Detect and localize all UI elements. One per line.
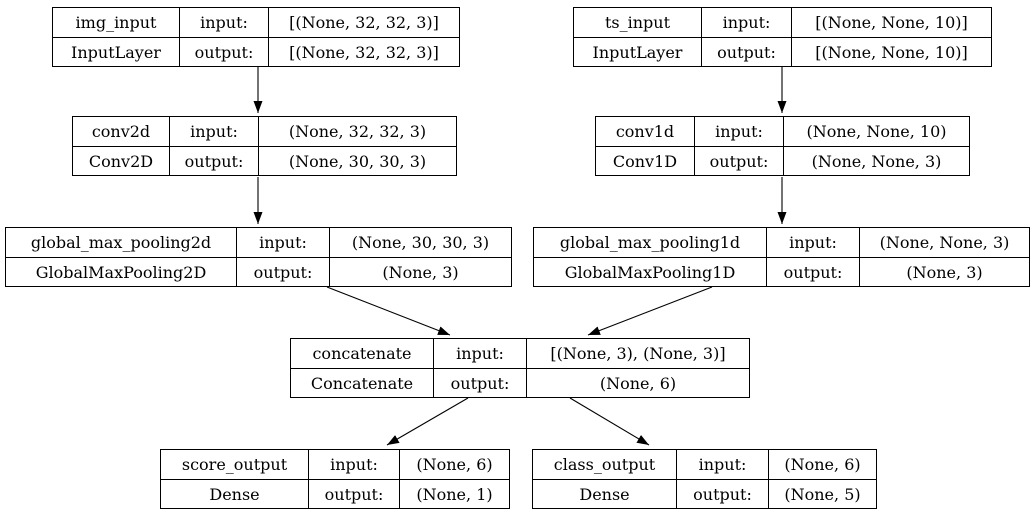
layer-class: Dense: [161, 479, 308, 508]
output-label: output:: [236, 257, 329, 286]
output-label: output:: [694, 146, 783, 175]
input-label: input:: [433, 339, 526, 368]
layer-name: conv1d: [615, 122, 675, 141]
layer-name: global_max_pooling1d: [559, 233, 741, 252]
layer-name: conv2d: [91, 122, 151, 141]
input-label: input:: [701, 8, 791, 37]
layer-class: Concatenate: [291, 368, 433, 397]
layer-node-class_output: class_output input: (None, 6) Dense outp…: [532, 449, 877, 509]
edge-global_max_pooling2d-concatenate: [326, 286, 451, 336]
output-shape: (None, None, 3): [783, 146, 969, 175]
layer-node-ts_input: ts_input input: [(None, None, 10)] Input…: [573, 7, 992, 67]
output-label: output:: [308, 479, 399, 508]
output-shape: (None, 3): [859, 257, 1029, 286]
layer-name: img_input: [75, 13, 157, 32]
output-shape: (None, 30, 30, 3): [258, 146, 456, 175]
input-shape: (None, 6): [399, 450, 509, 479]
output-label: output:: [169, 146, 258, 175]
input-label: input:: [766, 228, 859, 257]
output-label: output:: [676, 479, 768, 508]
input-label: input:: [179, 8, 268, 37]
input-label: input:: [236, 228, 329, 257]
layer-name: score_output: [181, 455, 288, 474]
layer-name: concatenate: [312, 344, 412, 363]
layer-node-global_max_pooling1d: global_max_pooling1d input: (None, None,…: [533, 227, 1030, 287]
output-shape: [(None, 32, 32, 3)]: [268, 37, 459, 66]
input-label: input:: [169, 117, 258, 146]
input-label: input:: [308, 450, 399, 479]
layer-class: GlobalMaxPooling2D: [6, 257, 236, 286]
input-shape: (None, 30, 30, 3): [329, 228, 511, 257]
input-shape: (None, 6): [768, 450, 876, 479]
output-shape: (None, 6): [526, 368, 749, 397]
layer-class: InputLayer: [574, 37, 701, 66]
edge-concatenate-score_output: [386, 397, 469, 446]
layer-class: InputLayer: [53, 37, 179, 66]
input-shape: [(None, 32, 32, 3)]: [268, 8, 459, 37]
output-label: output:: [766, 257, 859, 286]
edge-global_max_pooling1d-concatenate: [587, 286, 713, 336]
layer-node-concatenate: concatenate input: [(None, 3), (None, 3)…: [290, 338, 750, 398]
layer-node-conv2d: conv2d input: (None, 32, 32, 3) Conv2D o…: [72, 116, 457, 176]
input-shape: (None, 32, 32, 3): [258, 117, 456, 146]
input-shape: (None, None, 10): [783, 117, 969, 146]
layer-class: Conv2D: [73, 146, 169, 175]
layer-class: GlobalMaxPooling1D: [534, 257, 766, 286]
layer-name: class_output: [553, 455, 656, 474]
layer-node-conv1d: conv1d input: (None, None, 10) Conv1D ou…: [595, 116, 970, 176]
output-label: output:: [433, 368, 526, 397]
output-shape: (None, 3): [329, 257, 511, 286]
output-label: output:: [701, 37, 791, 66]
input-shape: (None, None, 3): [859, 228, 1029, 257]
output-label: output:: [179, 37, 268, 66]
input-label: input:: [694, 117, 783, 146]
layer-class: Conv1D: [596, 146, 694, 175]
edge-concatenate-class_output: [569, 397, 650, 446]
input-shape: [(None, None, 10)]: [791, 8, 991, 37]
layer-class: Dense: [533, 479, 676, 508]
layer-node-global_max_pooling2d: global_max_pooling2d input: (None, 30, 3…: [5, 227, 512, 287]
layer-node-img_input: img_input input: [(None, 32, 32, 3)] Inp…: [52, 7, 460, 67]
layer-node-score_output: score_output input: (None, 6) Dense outp…: [160, 449, 510, 509]
output-shape: (None, 1): [399, 479, 509, 508]
layer-name: ts_input: [604, 13, 671, 32]
output-shape: [(None, None, 10)]: [791, 37, 991, 66]
input-shape: [(None, 3), (None, 3)]: [526, 339, 749, 368]
layer-name: global_max_pooling2d: [30, 233, 212, 252]
input-label: input:: [676, 450, 768, 479]
output-shape: (None, 5): [768, 479, 876, 508]
